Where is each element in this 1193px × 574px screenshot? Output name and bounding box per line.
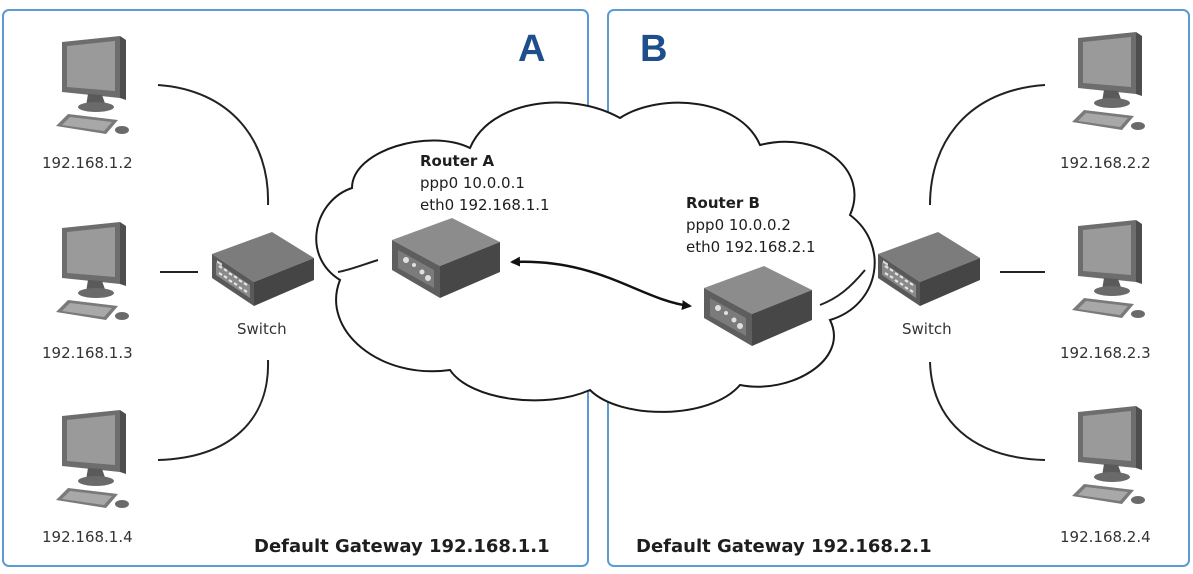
router-a-info: Router A ppp0 10.0.0.1 eth0 192.168.1.1 [420, 150, 550, 216]
site-b-letter: B [640, 28, 668, 70]
site-b-gateway: Default Gateway 192.168.2.1 [636, 536, 932, 557]
host-label: 192.168.2.2 [1060, 154, 1151, 172]
computer-icon [1072, 32, 1145, 130]
host-label: 192.168.1.4 [42, 528, 133, 546]
host-label: 192.168.1.2 [42, 154, 133, 172]
router-b-info: Router B ppp0 10.0.0.2 eth0 192.168.2.1 [686, 192, 816, 258]
router-b-eth: eth0 192.168.2.1 [686, 238, 816, 256]
computer-icon [1072, 220, 1145, 318]
router-a-eth: eth0 192.168.1.1 [420, 196, 550, 214]
router-b-ppp: ppp0 10.0.0.2 [686, 216, 791, 234]
tunnel-arrow [510, 256, 692, 311]
host-label: 192.168.1.3 [42, 344, 133, 362]
router-b-name: Router B [686, 194, 760, 212]
site-b-links [819, 84, 1046, 461]
site-a-gateway: Default Gateway 192.168.1.1 [254, 536, 550, 557]
computer-icon [1072, 406, 1145, 504]
router-a-ppp: ppp0 10.0.0.1 [420, 174, 525, 192]
switch-label: Switch [237, 320, 287, 338]
switch-icon [876, 230, 982, 308]
switch-label: Switch [902, 320, 952, 338]
host-label: 192.168.2.3 [1060, 344, 1151, 362]
switch-icon [210, 230, 316, 308]
computer-icon [56, 410, 129, 508]
router-a-name: Router A [420, 152, 495, 170]
site-a-links [157, 84, 379, 461]
site-a-letter: A [518, 28, 546, 70]
computer-icon [56, 36, 129, 134]
computer-icon [56, 222, 129, 320]
host-label: 192.168.2.4 [1060, 528, 1151, 546]
